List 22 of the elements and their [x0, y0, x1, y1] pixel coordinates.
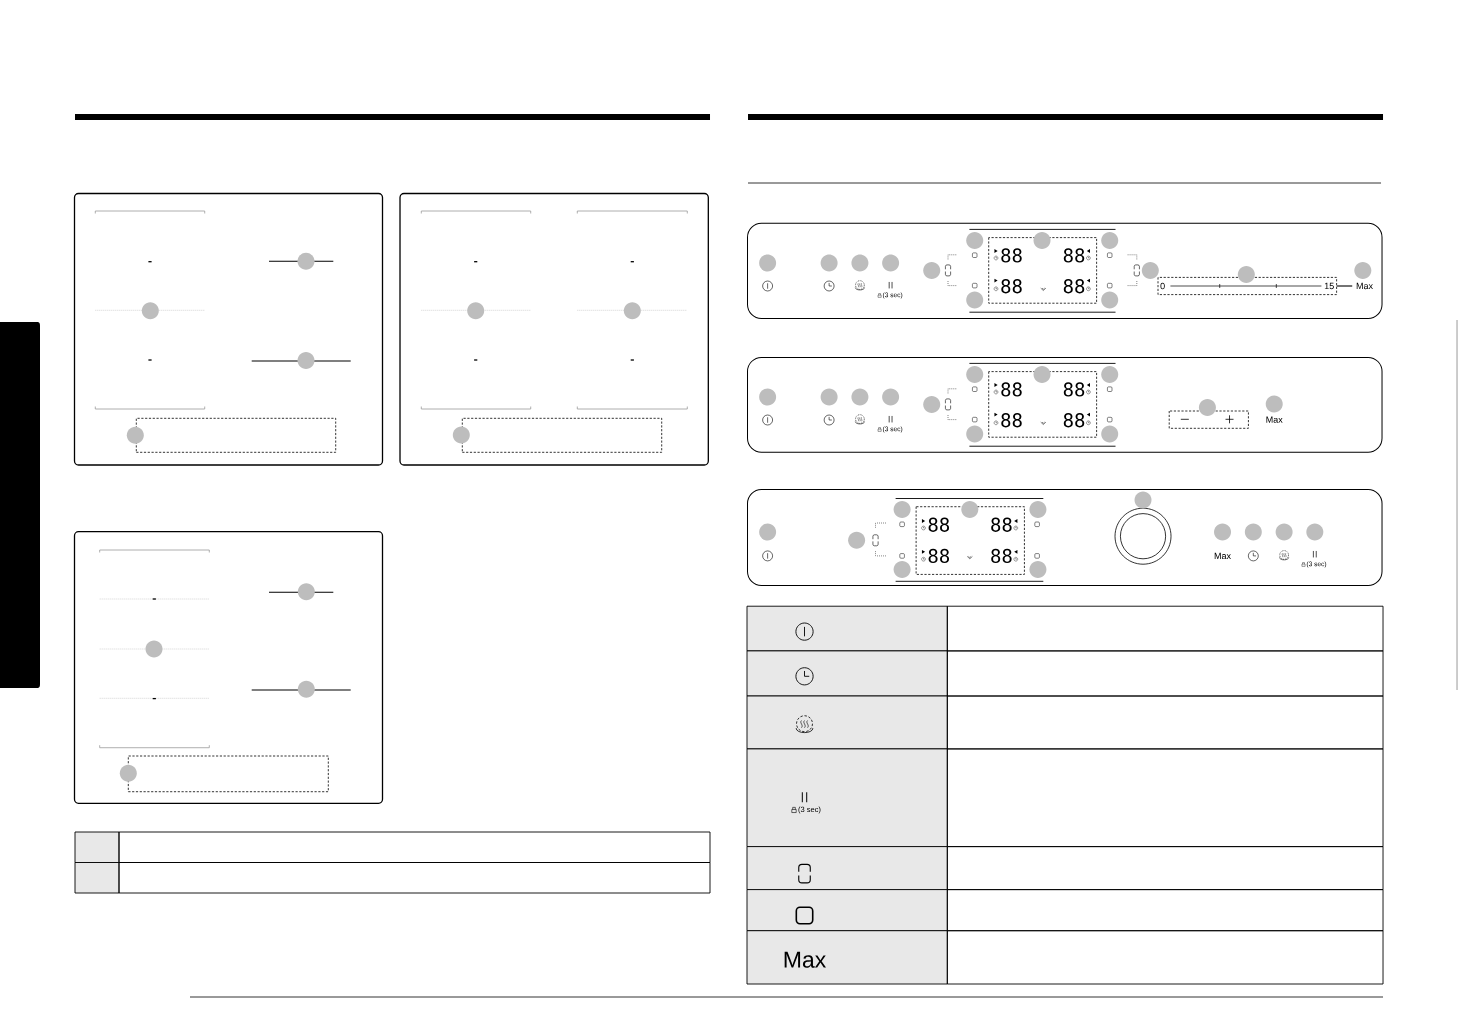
digit-display: 88 — [1063, 279, 1085, 294]
digit-display: 88 — [1001, 382, 1022, 397]
digit-display: 88 — [928, 548, 950, 564]
digit-display: 88 — [1063, 382, 1085, 397]
digit-display: 88 — [1001, 279, 1022, 294]
digit-display: 88 — [1063, 248, 1085, 263]
max-label: Max — [1266, 416, 1283, 423]
digit-display: 88 — [1001, 413, 1022, 428]
max-label: Max — [1214, 552, 1231, 560]
control-area-outline — [127, 755, 329, 793]
digit-display: 88 — [928, 517, 950, 532]
control-area-outline — [135, 417, 337, 453]
control-area-outline — [461, 417, 663, 453]
table-cell: Max — [746, 930, 948, 985]
digit-display: 88 — [991, 548, 1012, 564]
scale-label: 0 — [1160, 282, 1165, 290]
scale-label: 15 — [1324, 282, 1334, 290]
max-label: Max — [1356, 282, 1373, 290]
digit-display: 88 — [991, 517, 1012, 532]
digit-display: 88 — [1001, 248, 1022, 263]
digit-display: 88 — [1063, 413, 1085, 428]
side-tab — [0, 322, 40, 688]
